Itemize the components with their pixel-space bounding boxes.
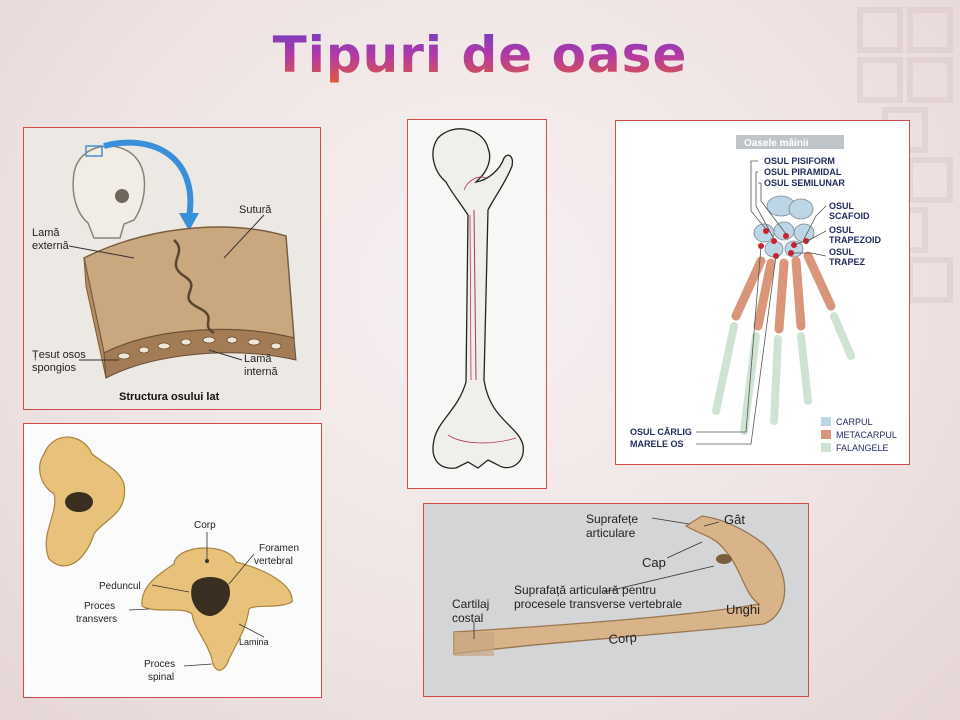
femur-shape: [432, 128, 524, 469]
label-proces-tr-1: Proces: [84, 601, 115, 612]
label-trapezoid-2: TRAPEZOID: [829, 235, 882, 245]
label-gat: Gât: [724, 512, 745, 527]
spongy-holes: [117, 336, 282, 360]
label-marele-os: MARELE OS: [630, 439, 684, 449]
label-cartilaj-2: costal: [452, 611, 483, 625]
label-supr-vert-1: Suprafață articulară pentru: [514, 583, 656, 597]
label-corp-rib: Corp: [608, 630, 637, 647]
legend-swatch-falangele: [821, 443, 831, 452]
flat-bone-illustration: Lamă externă Sutură Țesut osos spongios …: [32, 139, 297, 403]
rib-labels: Suprafețe articulare Gât Cap Suprafață a…: [452, 512, 760, 647]
hand-labels: OSUL PISIFORM OSUL PIRAMIDAL OSUL SEMILU…: [630, 156, 882, 449]
label-foramen-2: vertebral: [254, 556, 293, 567]
skull-orbit: [115, 189, 129, 203]
rib-leader-lines: [473, 517, 720, 639]
label-scafoid-2: SCAFOID: [829, 211, 870, 221]
femur-illustration: [432, 128, 524, 469]
phalange-bones: [712, 312, 855, 435]
rib-tubercle: [716, 554, 732, 564]
label-proces-tr-2: transvers: [76, 614, 117, 625]
vertebra-labels: Corp Foramen vertebral Peduncul Proces t…: [76, 520, 299, 683]
rib-shape: [453, 515, 786, 655]
label-semilunar: OSUL SEMILUNAR: [764, 178, 845, 188]
label-proces-sp-1: Proces: [144, 659, 175, 670]
label-foramen-1: Foramen: [259, 543, 299, 554]
label-unghi: Unghi: [726, 602, 760, 617]
vertebra-side-hole: [65, 492, 93, 512]
label-suprafete-1: Suprafețe: [586, 512, 638, 526]
hand-header: Oasele mâinii: [744, 138, 809, 149]
legend-metacarpul: METACARPUL: [836, 430, 897, 440]
label-scafoid-1: OSUL: [829, 201, 855, 211]
skull-highlight-box: [85, 145, 103, 157]
label-cap: Cap: [642, 555, 666, 570]
label-sutura: Sutură: [239, 204, 272, 216]
suture-line: [173, 239, 215, 335]
label-pisiform: OSUL PISIFORM: [764, 156, 835, 166]
vertebra-panel: Corp Foramen vertebral Peduncul Proces t…: [23, 423, 322, 698]
skull-shape: [72, 145, 146, 239]
label-proces-sp-2: spinal: [148, 672, 174, 683]
legend-carpul: CARPUL: [836, 417, 873, 427]
label-cartilaj-1: Cartilaj: [452, 597, 489, 611]
flat-bone-panel: Lamă externă Sutură Țesut osos spongios …: [23, 127, 321, 410]
legend-swatch-carpul: [821, 417, 831, 426]
femur-panel: [407, 119, 547, 489]
femur-red-line-2: [469, 214, 472, 381]
label-corp: Corp: [194, 520, 216, 531]
legend-swatch-metacarpul: [821, 430, 831, 439]
label-piramidal: OSUL PIRAMIDAL: [764, 167, 842, 177]
label-tesut-2: spongios: [32, 362, 77, 374]
label-lama-interna-1: Lamă: [244, 353, 272, 365]
label-peduncul: Peduncul: [99, 581, 141, 592]
hand-panel: Oasele mâinii: [615, 120, 910, 465]
vertebra-leader-lines: [128, 532, 265, 667]
hand-illustration: Oasele mâinii: [630, 135, 897, 453]
flat-bone-caption: Structura osului lat: [119, 391, 220, 403]
corp-dot: [205, 559, 209, 563]
femur-red-line-3: [463, 176, 487, 191]
label-trapez-2: TRAPEZ: [829, 257, 866, 267]
label-trapez-1: OSUL: [829, 247, 855, 257]
hand-header-bg: [736, 135, 844, 149]
label-lama-interna-2: internă: [244, 366, 279, 378]
label-tesut-1: Țesut osos: [32, 349, 86, 361]
vertebra-illustration: Corp Foramen vertebral Peduncul Proces t…: [39, 436, 299, 683]
legend-falangele: FALANGELE: [836, 443, 889, 453]
label-carlig: OSUL CÂRLIG: [630, 426, 692, 437]
label-suprafete-2: articulare: [586, 526, 636, 540]
arrow-curve: [103, 139, 194, 219]
femur-red-line-1: [473, 209, 477, 381]
vertebral-foramen: [191, 577, 230, 616]
femur-red-line-4: [447, 434, 517, 444]
label-lamina: Lamina: [239, 637, 269, 647]
rib-illustration: Suprafețe articulare Gât Cap Suprafață a…: [452, 512, 786, 656]
label-lama-externa-1: Lamă: [32, 227, 60, 239]
label-trapezoid-1: OSUL: [829, 225, 855, 235]
slide-title: Tipuri de oase: [0, 26, 960, 84]
hand-legend: CARPUL METACARPUL FALANGELE: [821, 417, 897, 453]
arrow-head: [179, 213, 199, 231]
metacarpal-bones: [731, 251, 836, 334]
leader-lines: [68, 214, 265, 361]
label-supr-vert-2: procesele transverse vertebrale: [514, 597, 682, 611]
hand-leader-lines: [696, 160, 827, 445]
label-lama-externa-2: externă: [32, 240, 70, 252]
rib-panel: Suprafețe articulare Gât Cap Suprafață a…: [423, 503, 809, 697]
